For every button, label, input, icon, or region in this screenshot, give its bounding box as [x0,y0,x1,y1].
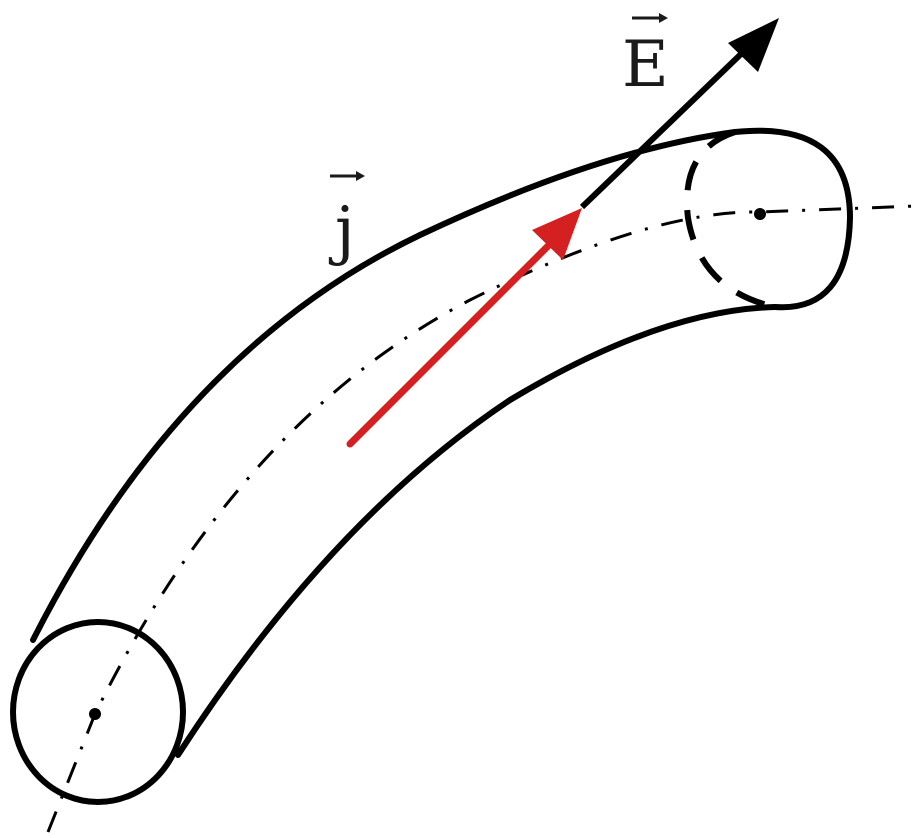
tube-right-cross-section-visible [732,127,853,311]
current-density-label: j [328,194,355,268]
tube-right-cross-section-hidden [684,129,776,310]
tube-left-cross-section [10,619,186,805]
field-arrow-head [728,18,779,72]
current-density-label-group: j [328,171,365,268]
tube-lower-wall [175,304,778,758]
current-density-arrow-head [532,208,582,260]
right-center-point [754,208,766,220]
field-label-group: E [622,13,669,102]
tube-axis [46,204,916,833]
field-arrow [579,27,769,210]
field-label: E [622,28,669,102]
field-label-vector-head [659,13,668,23]
current-density-label-vector-head [356,171,365,181]
left-center-point [89,708,101,720]
current-density-arrow [346,238,556,448]
tube-upper-wall [30,129,738,643]
